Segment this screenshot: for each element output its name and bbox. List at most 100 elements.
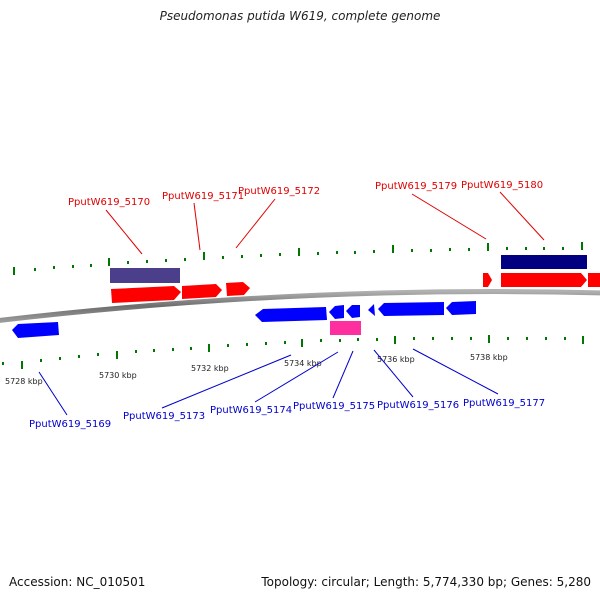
tick	[190, 347, 192, 350]
tick	[21, 361, 23, 369]
label-leader-line	[235, 198, 276, 249]
map-title: Pseudomonas putida W619, complete genome	[159, 9, 441, 23]
tick	[432, 337, 434, 340]
reverse-gene-arrow[interactable]	[255, 307, 327, 322]
gene-label-forward[interactable]: PputW619_5172	[238, 186, 320, 197]
scale-label: 5728 kbp	[5, 377, 43, 386]
forward-gene-arrow[interactable]	[588, 273, 600, 287]
forward-feature-bar[interactable]	[110, 268, 180, 283]
reverse-gene-arrow[interactable]	[346, 305, 360, 318]
reverse-feature-bar[interactable]	[330, 321, 361, 335]
tick	[581, 242, 583, 250]
tick	[172, 348, 174, 351]
tick	[279, 253, 281, 256]
tick	[336, 251, 338, 254]
genome-summary-text: Topology: circular; Length: 5,774,330 bp…	[261, 575, 591, 589]
tick	[97, 353, 99, 356]
tick	[135, 350, 137, 353]
label-leader-line	[161, 354, 292, 409]
tick	[40, 359, 42, 362]
label-leader-line	[38, 371, 68, 416]
tick	[265, 342, 267, 345]
gene-label-reverse[interactable]: PputW619_5175	[293, 401, 375, 412]
reverse-gene-arrow[interactable]	[12, 322, 59, 338]
forward-gene-arrow[interactable]	[483, 273, 492, 287]
tick	[468, 248, 470, 251]
label-leader-line	[105, 209, 143, 255]
label-leader-line	[499, 191, 545, 241]
tick	[116, 351, 118, 359]
label-leader-line	[373, 349, 414, 398]
scale-label: 5730 kbp	[99, 371, 137, 380]
tick	[320, 339, 322, 342]
gene-label-forward[interactable]: PputW619_5170	[68, 197, 150, 208]
tick	[487, 243, 489, 251]
label-leader-line	[193, 202, 201, 251]
tick	[34, 268, 36, 271]
genome-backbone	[0, 289, 600, 323]
tick	[394, 336, 396, 344]
forward-gene-arrow[interactable]	[182, 284, 222, 299]
scale-label: 5738 kbp	[470, 353, 508, 362]
tick	[526, 337, 528, 340]
scale-label: 5732 kbp	[191, 364, 229, 373]
tick	[153, 349, 155, 352]
tick	[59, 357, 61, 360]
gene-label-reverse[interactable]: PputW619_5174	[210, 405, 292, 416]
tick	[78, 355, 80, 358]
tick	[449, 248, 451, 251]
tick	[411, 249, 413, 252]
gene-label-reverse[interactable]: PputW619_5169	[29, 419, 111, 430]
tick	[317, 252, 319, 255]
tick	[184, 258, 186, 261]
tick	[354, 251, 356, 254]
tick	[2, 362, 4, 365]
label-leader-line	[332, 350, 354, 399]
upper-ticks	[13, 242, 583, 275]
tick	[506, 247, 508, 250]
tick	[430, 249, 432, 252]
label-leader-line	[412, 348, 499, 395]
tick	[127, 261, 129, 264]
scale-label: 5734 kbp	[284, 359, 322, 368]
scale-label: 5736 kbp	[377, 355, 415, 364]
lower-ticks	[2, 335, 584, 369]
tick	[525, 247, 527, 250]
tick	[13, 267, 15, 275]
gene-label-forward[interactable]: PputW619_5179	[375, 181, 457, 192]
tick	[53, 266, 55, 269]
tick	[165, 259, 167, 262]
gene-label-forward[interactable]: PputW619_5171	[162, 191, 244, 202]
tick	[203, 252, 205, 260]
accession-text: Accession: NC_010501	[9, 575, 146, 589]
tick	[373, 250, 375, 253]
gene-label-reverse[interactable]: PputW619_5177	[463, 398, 545, 409]
tick	[298, 248, 300, 256]
forward-feature-bar[interactable]	[501, 255, 587, 269]
tick	[339, 339, 341, 342]
gene-label-reverse[interactable]: PputW619_5176	[377, 400, 459, 411]
tick	[470, 337, 472, 340]
forward-gene-arrow[interactable]	[111, 286, 181, 303]
tick	[108, 258, 110, 266]
label-leader-line	[411, 193, 487, 240]
tick	[260, 254, 262, 257]
tick	[545, 337, 547, 340]
tick	[392, 245, 394, 253]
tick	[376, 338, 378, 341]
tick	[564, 337, 566, 340]
reverse-gene-arrow[interactable]	[368, 304, 375, 316]
reverse-gene-arrow[interactable]	[329, 305, 344, 319]
gene-label-forward[interactable]: PputW619_5180	[461, 180, 543, 191]
tick	[562, 247, 564, 250]
reverse-gene-arrow[interactable]	[446, 301, 476, 315]
tick	[90, 264, 92, 267]
forward-gene-arrow[interactable]	[226, 282, 250, 296]
forward-gene-arrow[interactable]	[501, 273, 587, 287]
tick	[413, 337, 415, 340]
tick	[507, 337, 509, 340]
gene-label-reverse[interactable]: PputW619_5173	[123, 411, 205, 422]
reverse-gene-arrow[interactable]	[378, 302, 444, 316]
tick	[222, 256, 224, 259]
